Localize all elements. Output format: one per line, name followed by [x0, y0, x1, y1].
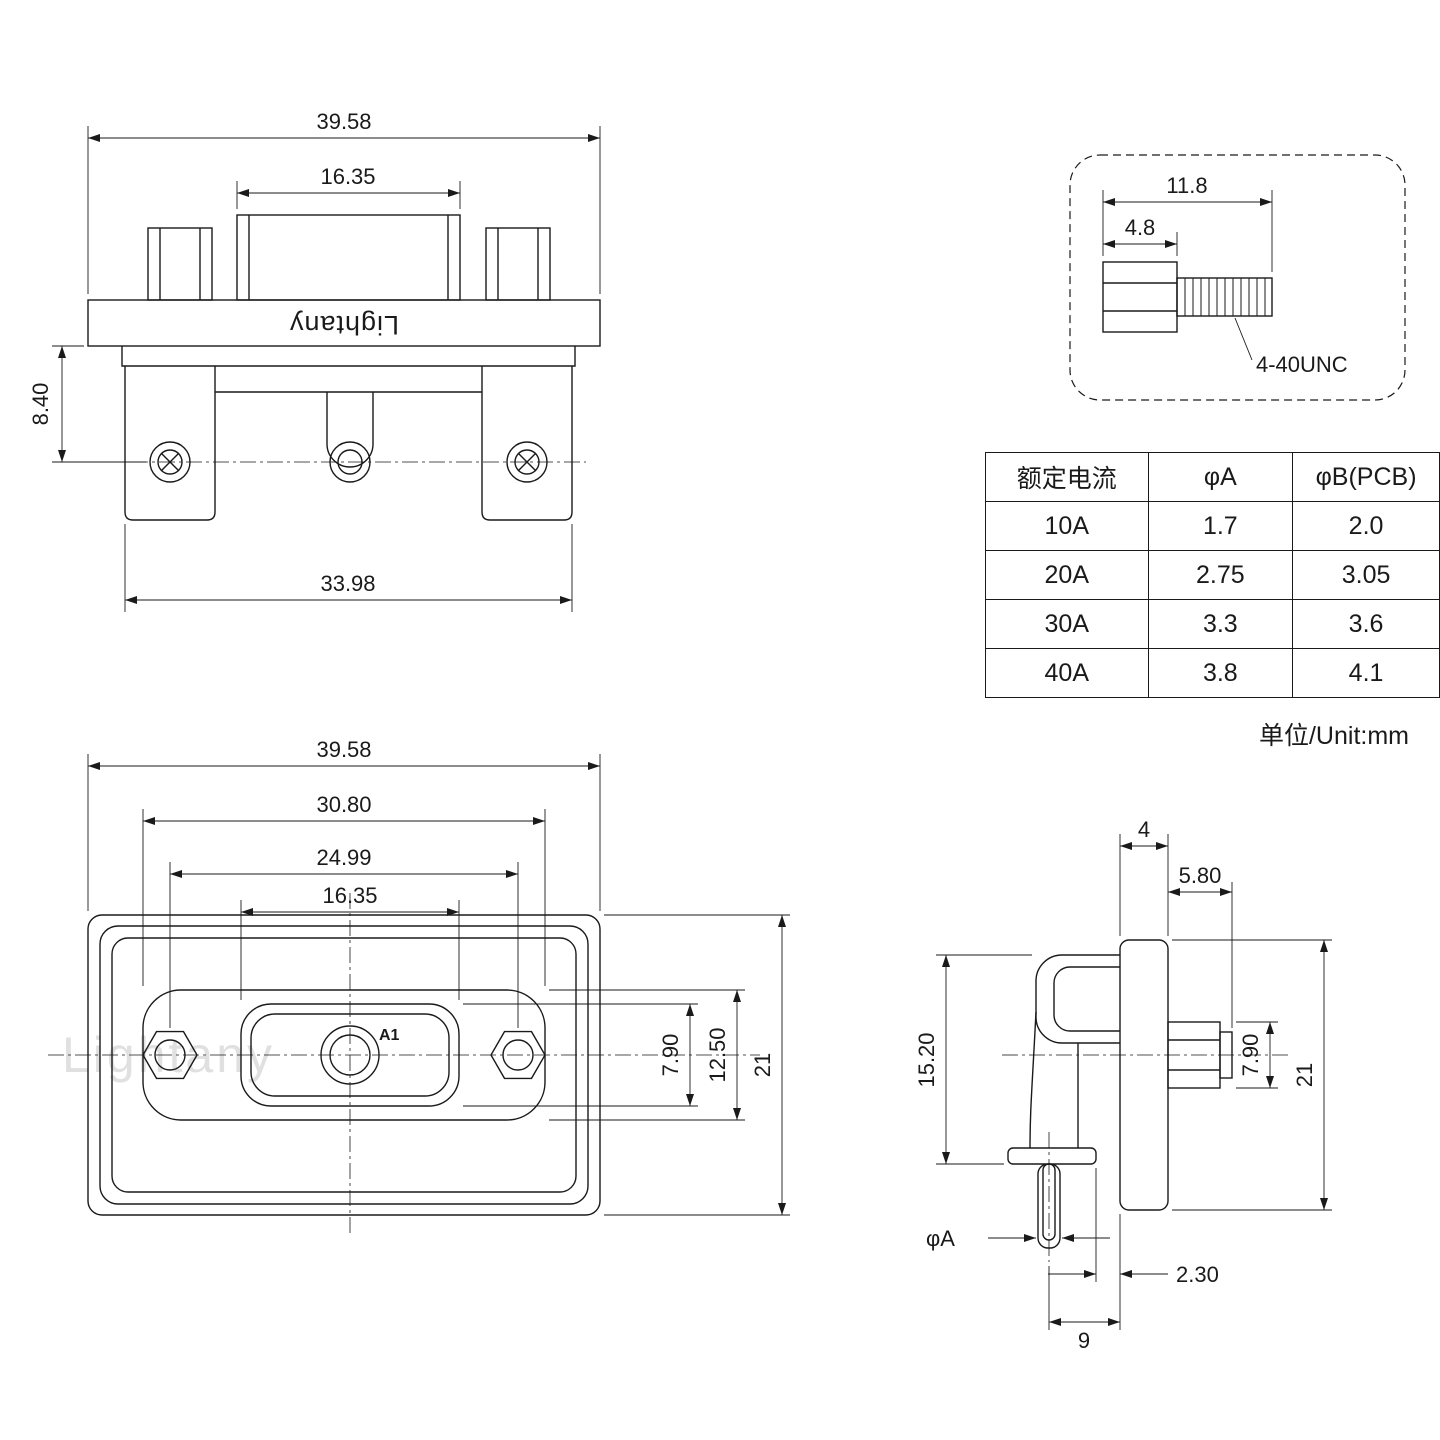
top-view: Lightany 39.58	[28, 109, 601, 612]
dim-side-pin-to-face: 9	[1078, 1328, 1090, 1353]
spec-cell: 40A	[985, 648, 1149, 698]
dim-front-hole-span: 24.99	[316, 845, 371, 870]
dim-screw-head-length: 4.8	[1125, 215, 1156, 240]
spec-row-10a: 10A 1.7 2.0	[985, 501, 1440, 551]
dim-side-offset: 2.30	[1176, 1262, 1219, 1287]
left-leg-outline	[124, 366, 216, 521]
dim-front-insert-height: 7.90	[658, 1034, 683, 1077]
thread-spec-label: 4-40UNC	[1256, 352, 1348, 377]
body-back-outline	[1035, 954, 1120, 1044]
right-screw-post	[485, 227, 551, 301]
screw-detail-view: 11.8 4.8 4-40UNC	[1069, 154, 1406, 401]
dim-side-body-height: 15.20	[914, 1032, 939, 1087]
left-screw-post	[147, 227, 213, 301]
brand-text-mirrored: Lightany	[289, 310, 399, 340]
spec-cell: 20A	[985, 550, 1149, 600]
dim-side-front-length: 5.80	[1179, 863, 1222, 888]
flange-side-outline	[1119, 939, 1169, 1211]
spec-header-dia-a: φA	[1147, 452, 1294, 502]
dim-top-flange-to-hole: 8.40	[28, 383, 53, 426]
insert-block-outline	[236, 214, 461, 301]
side-view: 4 5.80 15.20 7.90 21 φA 2.30	[914, 817, 1332, 1353]
spec-header-dia-b: φB(PCB)	[1292, 452, 1440, 502]
elbow-outline	[1029, 1011, 1037, 1149]
dim-side-boss-height: 7.90	[1238, 1034, 1263, 1077]
spec-cell: 2.0	[1292, 501, 1440, 551]
top-view-dimensions: 39.58 16.35 8.40 33.98	[28, 109, 601, 612]
screw-head-outline	[1102, 261, 1178, 333]
dim-side-pin-diameter: φA	[926, 1226, 955, 1251]
dim-front-insert-width: 16.35	[322, 883, 377, 908]
spec-header-row: 额定电流 φA φB(PCB)	[985, 452, 1440, 502]
dim-top-mount-span: 33.98	[320, 571, 375, 596]
spec-cell: 4.1	[1292, 648, 1440, 698]
screw-threads	[1184, 278, 1266, 316]
spec-table: 额定电流 φA φB(PCB) 10A 1.7 2.0 20A 2.75 3.0…	[985, 452, 1440, 698]
spec-row-40a: 40A 3.8 4.1	[985, 648, 1440, 698]
spec-cell: 30A	[985, 599, 1149, 649]
dim-side-overall-height: 21	[1292, 1063, 1317, 1087]
right-leg-outline	[481, 366, 573, 521]
front-view-dimensions: 39.58 30.80 24.99 16.35 7.90 12.50	[87, 737, 790, 1216]
spec-cell: 3.6	[1292, 599, 1440, 649]
spec-header-current: 额定电流	[985, 452, 1149, 502]
dim-top-overall-width: 39.58	[316, 109, 371, 134]
body-step-outline	[121, 346, 576, 367]
detail-border	[1069, 154, 1406, 401]
side-view-dimensions: 4 5.80 15.20 7.90 21 φA 2.30	[914, 817, 1332, 1353]
dim-front-face-height: 12.50	[705, 1027, 730, 1082]
spec-cell: 3.05	[1292, 550, 1440, 600]
pin-label: A1	[379, 1027, 400, 1044]
spec-row-30a: 30A 3.3 3.6	[985, 599, 1440, 649]
center-post-outline	[326, 392, 374, 468]
dim-front-overall-width: 39.58	[316, 737, 371, 762]
spec-cell: 1.7	[1147, 501, 1294, 551]
screw-detail-dimensions: 11.8 4.8 4-40UNC	[1102, 173, 1348, 377]
dim-screw-total-length: 11.8	[1166, 173, 1207, 198]
dim-top-insert-width: 16.35	[320, 164, 375, 189]
spec-cell: 3.8	[1147, 648, 1294, 698]
foot-plate-outline	[1007, 1147, 1097, 1165]
unit-note: 单位/Unit:mm	[1258, 722, 1409, 750]
front-view: Lightany A1 39.58 30.80 24.99	[48, 737, 790, 1237]
spec-cell: 2.75	[1147, 550, 1294, 600]
spec-cell: 3.3	[1147, 599, 1294, 649]
spec-row-20a: 20A 2.75 3.05	[985, 550, 1440, 600]
dim-side-flange-thickness: 4	[1138, 817, 1150, 842]
spec-cell: 10A	[985, 501, 1149, 551]
dim-front-groove-width: 30.80	[316, 792, 371, 817]
dim-front-overall-height: 21	[750, 1053, 775, 1077]
